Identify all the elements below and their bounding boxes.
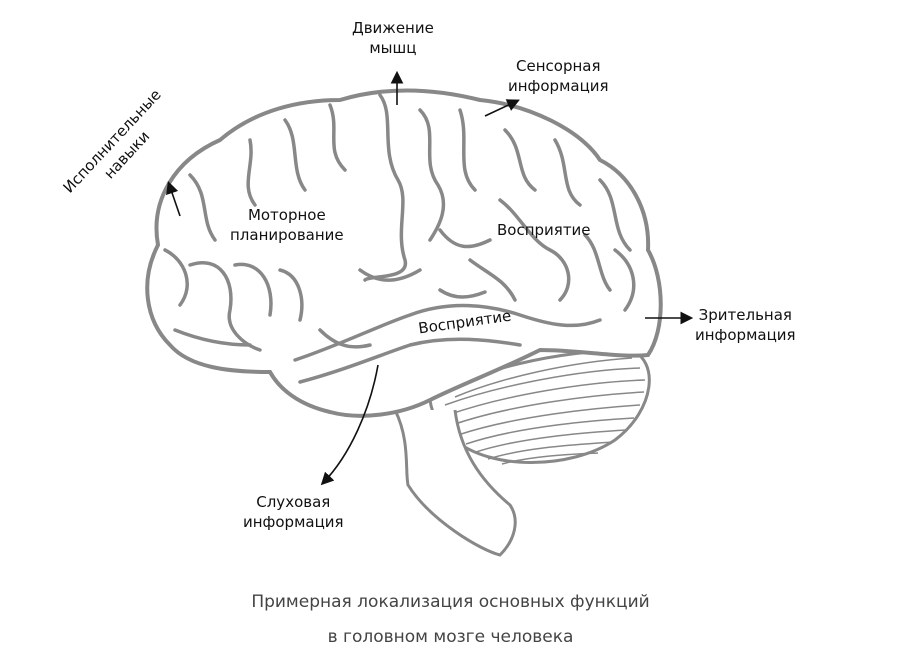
brainstem: [393, 409, 517, 557]
arrow-executive: [166, 180, 181, 217]
arrow-sensory: [484, 99, 520, 117]
label-perception-top: Восприятие: [497, 221, 591, 239]
label-motor-planning: Моторное планирование: [230, 206, 344, 244]
label-visual: Зрительная информация: [695, 306, 796, 344]
brain-folds: [163, 93, 636, 384]
label-sensory: Сенсорная информация: [508, 57, 609, 95]
caption-line-2: в головном мозге человека: [327, 627, 574, 647]
caption-line-1: Примерная локализация основных функций: [251, 592, 650, 612]
arrows: [166, 70, 694, 486]
arrow-auditory: [320, 364, 379, 486]
label-auditory: Слуховая информация: [243, 493, 344, 531]
label-movement: Движение мышц: [352, 19, 434, 57]
